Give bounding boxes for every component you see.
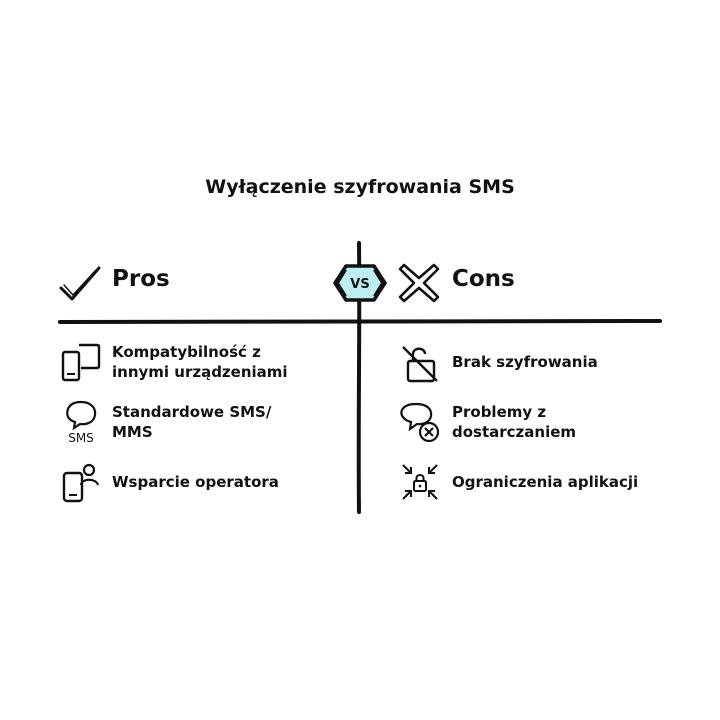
- devices-icon: [61, 343, 101, 382]
- pros-item-operator-support: Wsparcie operatora: [112, 473, 279, 491]
- pros-item-standard-sms: Standardowe SMS/ MMS: [112, 403, 272, 441]
- cons-label: Cons: [452, 266, 515, 292]
- cross-icon: [398, 263, 440, 303]
- cons-item-delivery-problems: Problemy z dostarczaniem: [452, 403, 577, 441]
- pros-label: Pros: [112, 266, 170, 292]
- vs-label: VS: [350, 277, 369, 292]
- sms-bubble-icon: SMS: [66, 400, 97, 444]
- lock-compress-icon: [402, 464, 438, 500]
- cons-item-app-limitations: Ograniczenia aplikacji: [452, 473, 639, 491]
- diagram-title: Wyłączenie szyfrowania SMS: [205, 176, 515, 198]
- message-error-icon: [400, 402, 440, 443]
- phone-person-icon: [62, 463, 100, 503]
- cons-item-no-encryption: Brak szyfrowania: [452, 353, 598, 371]
- check-icon: [59, 266, 101, 301]
- unlocked-crossed-icon: [402, 346, 438, 383]
- vs-badge: VS: [333, 264, 387, 302]
- svg-text:SMS: SMS: [68, 431, 94, 444]
- horizontal-divider: [58, 319, 662, 324]
- pros-item-compatibility: Kompatybilność z innymi urządzeniami: [112, 343, 288, 381]
